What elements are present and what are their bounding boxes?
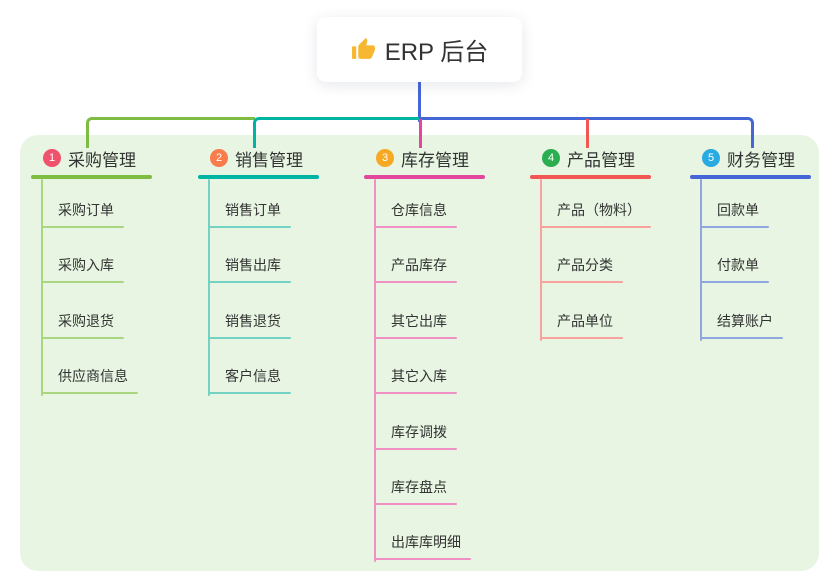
child-node-label: 结算账户 bbox=[717, 312, 773, 329]
child-underline bbox=[540, 336, 623, 339]
child-underline bbox=[208, 281, 291, 284]
child-node-label: 产品（物料） bbox=[557, 202, 641, 218]
branch-title-库存管理[interactable]: 3 库存管理 bbox=[364, 146, 485, 179]
child-node-采购订单[interactable]: 采购订单 bbox=[41, 200, 124, 228]
child-underline bbox=[374, 558, 471, 561]
child-node-label: 库存调拨 bbox=[391, 423, 447, 440]
child-node-label: 其它出库 bbox=[391, 312, 447, 329]
child-node-产品分类[interactable]: 产品分类 bbox=[540, 255, 623, 284]
child-rail-line bbox=[540, 179, 542, 341]
child-underline bbox=[374, 503, 457, 505]
branch-underline bbox=[31, 175, 152, 179]
child-underline bbox=[374, 392, 457, 395]
child-underline bbox=[208, 336, 291, 339]
child-underline bbox=[41, 392, 138, 395]
child-node-label: 采购入库 bbox=[58, 257, 114, 274]
branch-title-label: 销售管理 bbox=[235, 150, 303, 170]
child-node-label: 仓库信息 bbox=[391, 202, 447, 218]
child-node-label: 销售订单 bbox=[225, 202, 281, 218]
child-node-label: 付款单 bbox=[717, 257, 759, 274]
child-node-label: 库存盘点 bbox=[391, 479, 447, 495]
child-node-库存盘点[interactable]: 库存盘点 bbox=[374, 477, 457, 505]
branch-underline bbox=[364, 175, 485, 179]
child-node-产品单位[interactable]: 产品单位 bbox=[540, 311, 623, 339]
branch-number-badge: 4 bbox=[542, 149, 560, 167]
child-node-出库库明细[interactable]: 出库库明细 bbox=[374, 532, 471, 561]
branch-number-badge: 1 bbox=[43, 149, 61, 167]
branch-title-采购管理[interactable]: 1 采购管理 bbox=[31, 146, 152, 179]
child-node-label: 出库库明细 bbox=[391, 534, 461, 551]
branch-number-badge: 3 bbox=[376, 149, 394, 167]
branch-title-财务管理[interactable]: 5 财务管理 bbox=[690, 146, 811, 179]
child-underline bbox=[540, 281, 623, 284]
root-node[interactable]: ERP 后台 bbox=[317, 17, 522, 82]
child-underline bbox=[374, 226, 457, 228]
child-node-label: 供应商信息 bbox=[58, 368, 128, 385]
child-node-产品（物料）[interactable]: 产品（物料） bbox=[540, 200, 651, 228]
child-node-label: 采购退货 bbox=[58, 312, 114, 329]
branches-panel bbox=[20, 135, 819, 571]
branch-underline bbox=[530, 175, 651, 179]
child-underline bbox=[41, 226, 124, 228]
child-underline bbox=[700, 226, 769, 228]
child-underline bbox=[540, 226, 651, 228]
branch-number-badge: 2 bbox=[210, 149, 228, 167]
child-underline bbox=[41, 281, 124, 284]
branch4-connector bbox=[586, 119, 589, 148]
child-node-label: 产品单位 bbox=[557, 312, 613, 329]
branch-title-label: 采购管理 bbox=[68, 150, 136, 170]
child-node-其它出库[interactable]: 其它出库 bbox=[374, 311, 457, 339]
child-node-label: 销售出库 bbox=[225, 257, 281, 274]
branch-underline bbox=[198, 175, 319, 179]
child-node-回款单[interactable]: 回款单 bbox=[700, 200, 769, 228]
child-node-label: 产品分类 bbox=[557, 257, 613, 274]
branch-title-label: 库存管理 bbox=[401, 150, 469, 170]
branch-number-badge: 5 bbox=[702, 149, 720, 167]
child-underline bbox=[41, 336, 124, 339]
child-node-库存调拨[interactable]: 库存调拨 bbox=[374, 422, 457, 450]
child-rail-line bbox=[700, 179, 702, 341]
child-underline bbox=[208, 392, 291, 395]
branch-underline bbox=[690, 175, 811, 179]
child-node-label: 客户信息 bbox=[225, 368, 281, 385]
child-underline bbox=[700, 336, 783, 339]
root-stem-line bbox=[418, 82, 421, 122]
child-node-供应商信息[interactable]: 供应商信息 bbox=[41, 366, 138, 395]
branch2-connector bbox=[253, 117, 421, 148]
branch-title-label: 产品管理 bbox=[567, 150, 635, 170]
child-node-产品库存[interactable]: 产品库存 bbox=[374, 255, 457, 284]
branch-title-label: 财务管理 bbox=[727, 150, 795, 170]
child-node-采购退货[interactable]: 采购退货 bbox=[41, 311, 124, 339]
child-node-采购入库[interactable]: 采购入库 bbox=[41, 255, 124, 284]
child-node-结算账户[interactable]: 结算账户 bbox=[700, 311, 783, 339]
child-node-其它入库[interactable]: 其它入库 bbox=[374, 366, 457, 395]
child-node-付款单[interactable]: 付款单 bbox=[700, 255, 769, 284]
child-underline bbox=[208, 226, 291, 228]
child-underline bbox=[374, 447, 457, 450]
child-rail-line bbox=[208, 179, 210, 397]
child-node-销售出库[interactable]: 销售出库 bbox=[208, 255, 291, 284]
child-rail-line bbox=[41, 179, 43, 397]
child-node-label: 其它入库 bbox=[391, 368, 447, 385]
child-node-销售订单[interactable]: 销售订单 bbox=[208, 200, 291, 228]
branch5-connector bbox=[419, 117, 754, 148]
branch1-connector bbox=[86, 117, 255, 148]
branch-title-销售管理[interactable]: 2 销售管理 bbox=[198, 146, 319, 179]
child-node-label: 产品库存 bbox=[391, 257, 447, 274]
branch3-connector bbox=[419, 119, 422, 148]
child-node-label: 回款单 bbox=[717, 202, 759, 218]
child-underline bbox=[374, 281, 457, 284]
branch-title-产品管理[interactable]: 4 产品管理 bbox=[530, 146, 651, 179]
child-underline bbox=[700, 281, 769, 284]
child-node-label: 采购订单 bbox=[58, 202, 114, 218]
child-node-仓库信息[interactable]: 仓库信息 bbox=[374, 200, 457, 228]
child-underline bbox=[374, 336, 457, 339]
child-rail-line bbox=[374, 179, 376, 563]
root-label: ERP 后台 bbox=[384, 39, 489, 66]
child-node-客户信息[interactable]: 客户信息 bbox=[208, 366, 291, 395]
child-node-销售退货[interactable]: 销售退货 bbox=[208, 311, 291, 339]
thumbs-up-icon bbox=[351, 37, 376, 62]
child-node-label: 销售退货 bbox=[225, 312, 281, 329]
